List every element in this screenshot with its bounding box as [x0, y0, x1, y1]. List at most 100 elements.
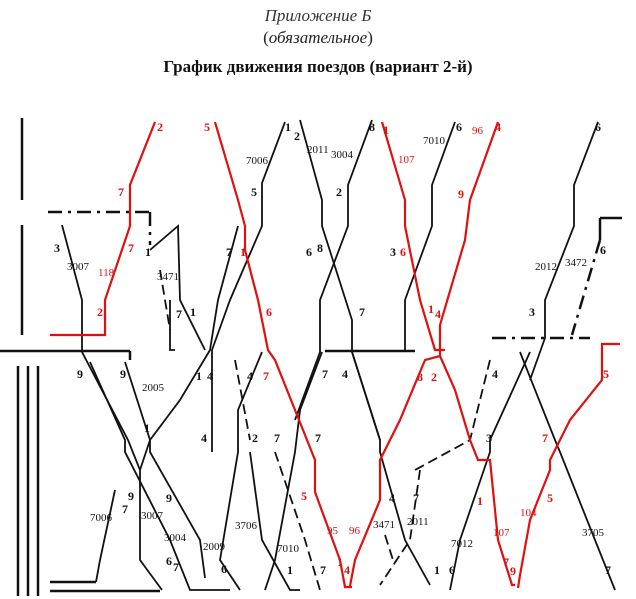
label-n7h: 7	[274, 431, 280, 445]
freight-dash-3	[274, 451, 321, 591]
freight-line-1-left	[149, 224, 206, 351]
label-t2005: 2005	[142, 382, 165, 394]
freight-line-2011	[299, 119, 381, 441]
label-n6i: 6	[449, 563, 455, 577]
label-n5a: 5	[204, 120, 210, 134]
label-t3004b: 3004	[164, 532, 187, 544]
label-t3007b: 3007	[141, 510, 164, 522]
label-t7010: 7010	[423, 135, 446, 147]
label-n2b: 2	[294, 129, 300, 143]
page-title: График движения поездов (вариант 2-й)	[163, 57, 473, 76]
label-n7c: 7	[226, 245, 232, 259]
freight-dash-1	[159, 269, 171, 331]
label-n1e: 1	[428, 302, 434, 316]
freight-line-4-right	[449, 351, 531, 591]
passenger-line-104	[516, 342, 620, 589]
label-n8b: 8	[317, 241, 323, 255]
label-n7k: 7	[122, 502, 128, 516]
label-n5e: 5	[547, 491, 553, 505]
label-n3c: 3	[529, 305, 535, 319]
label-t3007: 3007	[67, 261, 90, 273]
label-n7d: 7	[176, 307, 182, 321]
label-n6g: 6	[166, 554, 172, 568]
freight-line-5	[211, 121, 286, 452]
passenger-line-4	[348, 121, 500, 587]
label-n1r: 1	[383, 123, 389, 137]
freight-dash-4	[379, 469, 421, 586]
passenger-line-2	[50, 121, 157, 337]
freight-line-7010	[404, 121, 456, 352]
label-n5b: 5	[251, 185, 257, 199]
dashed-tracks	[48, 210, 602, 340]
label-n7f: 7	[263, 369, 269, 383]
label-t96b: 96	[349, 525, 361, 537]
label-n1d: 1	[190, 305, 196, 319]
label-n1i: 1	[287, 563, 293, 577]
label-t118: 118	[98, 267, 115, 279]
appendix-label: Приложение Б	[264, 6, 372, 25]
label-t3471b: 3471	[373, 519, 395, 531]
label-t3471a: 3471	[157, 271, 179, 283]
label-n7o: 7	[503, 555, 509, 569]
label-t3705: 3705	[582, 527, 605, 539]
label-n8c: 8	[417, 370, 423, 384]
passenger-line-1-lower	[438, 355, 515, 587]
number-labels: 2 5 1 2 8 1 6 4 6 7006 2011 3004 7010 10…	[54, 120, 611, 578]
station-tracks	[0, 118, 622, 596]
label-n6a: 6	[456, 120, 462, 134]
label-n9f: 9	[510, 564, 516, 578]
label-n6b: 6	[595, 120, 601, 134]
label-n9c: 9	[120, 367, 126, 381]
label-n4c: 4	[247, 369, 253, 383]
label-n7b: 7	[128, 241, 134, 255]
label-n1h: 1	[477, 494, 483, 508]
freight-line-6-right	[529, 121, 599, 381]
label-t7006b: 7006	[90, 512, 113, 524]
label-n2e: 2	[431, 370, 437, 384]
freight-line-4-mid	[219, 351, 263, 591]
label-n6h: 6	[221, 562, 227, 576]
freight-line-9	[124, 361, 206, 579]
mandatory-label: (обязательное)	[0, 28, 636, 48]
label-n1k: 1	[434, 563, 440, 577]
label-n1f: 1	[196, 369, 202, 383]
paren-open: (	[263, 28, 269, 47]
label-n4f: 4	[201, 431, 207, 445]
freight-line-3-right	[519, 351, 616, 591]
label-t7012: 7012	[451, 538, 473, 550]
label-t3004: 3004	[331, 149, 354, 161]
dash-right-v	[570, 239, 602, 336]
freight-dash-6	[384, 534, 394, 561]
label-n4r: 4	[495, 120, 501, 134]
label-t2011b: 2011	[407, 516, 429, 528]
label-n4b: 4	[207, 369, 213, 383]
label-n3b: 3	[390, 245, 396, 259]
freight-dash-2	[234, 359, 251, 441]
freight-line-7-center	[264, 351, 323, 591]
freight-line-4-center	[351, 351, 431, 586]
freight-line-7-mid	[139, 225, 239, 471]
label-n1b: 1	[145, 245, 151, 259]
label-n7i: 7	[315, 431, 321, 445]
label-t2009: 2009	[203, 541, 226, 553]
freight-line-7-lower	[95, 489, 116, 583]
label-n5c: 5	[603, 367, 609, 381]
label-n7p: 7	[605, 563, 611, 577]
passenger-line-5	[213, 121, 352, 589]
label-n4e: 4	[492, 367, 498, 381]
freight-line-3706	[249, 451, 300, 591]
label-t96a: 96	[472, 125, 484, 137]
label-n3d: 3	[486, 431, 492, 445]
label-t107a: 107	[398, 154, 415, 166]
label-n9d: 9	[128, 489, 134, 503]
label-n5d: 5	[301, 489, 307, 503]
label-n7l: 7	[413, 491, 419, 505]
freight-line-3007	[61, 224, 163, 591]
label-n1c: 1	[240, 245, 246, 259]
freight-train-lines	[61, 119, 616, 591]
label-n3a: 3	[54, 241, 60, 255]
label-t2012: 2012	[535, 261, 557, 273]
label-t7006: 7006	[246, 155, 269, 167]
label-n2c: 2	[336, 185, 342, 199]
